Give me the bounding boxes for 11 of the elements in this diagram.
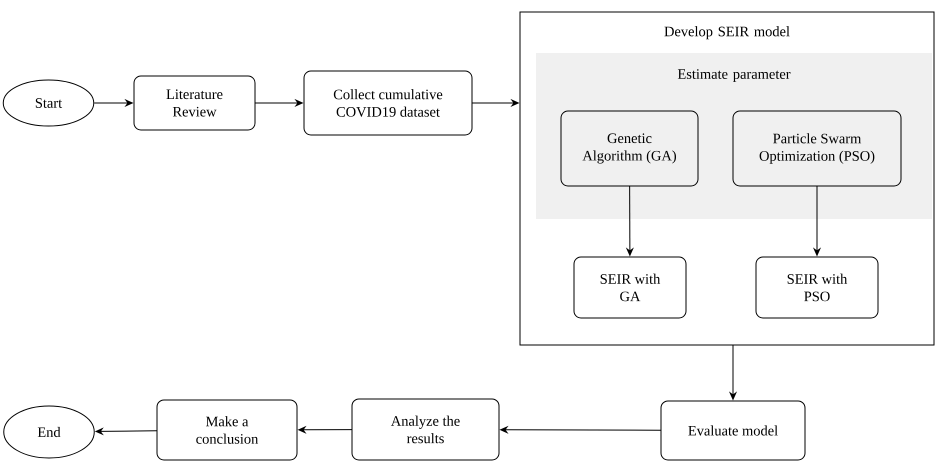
process-box: Evaluate model <box>660 400 806 460</box>
process-box: Particle Swarm Optimization (PSO) <box>732 110 902 186</box>
terminal-oval: End <box>3 406 95 458</box>
process-box: SEIR with PSO <box>756 256 878 318</box>
process-box: Analyze the results <box>352 398 500 460</box>
process-box: Literature Review <box>134 76 256 130</box>
process-box: SEIR with GA <box>574 256 686 318</box>
process-box: Collect cumulative COVID19 dataset <box>304 70 472 136</box>
process-box: Make a conclusion <box>156 400 298 460</box>
process-box: Genetic Algorithm (GA) <box>560 110 698 186</box>
terminal-oval: Start <box>2 80 94 126</box>
